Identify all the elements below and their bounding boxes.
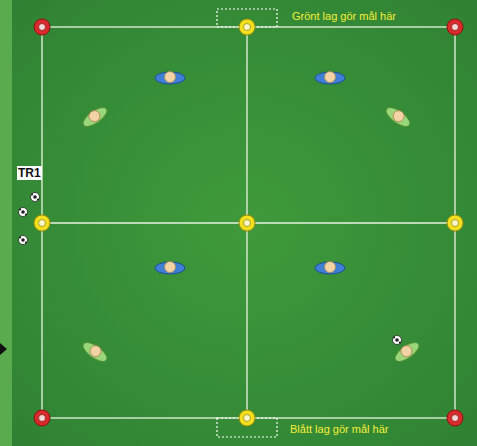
drill-code: TR1 bbox=[17, 166, 42, 180]
goal-note: Blått lag gör mål här bbox=[290, 423, 388, 435]
goal-note: Grönt lag gör mål här bbox=[292, 10, 396, 22]
